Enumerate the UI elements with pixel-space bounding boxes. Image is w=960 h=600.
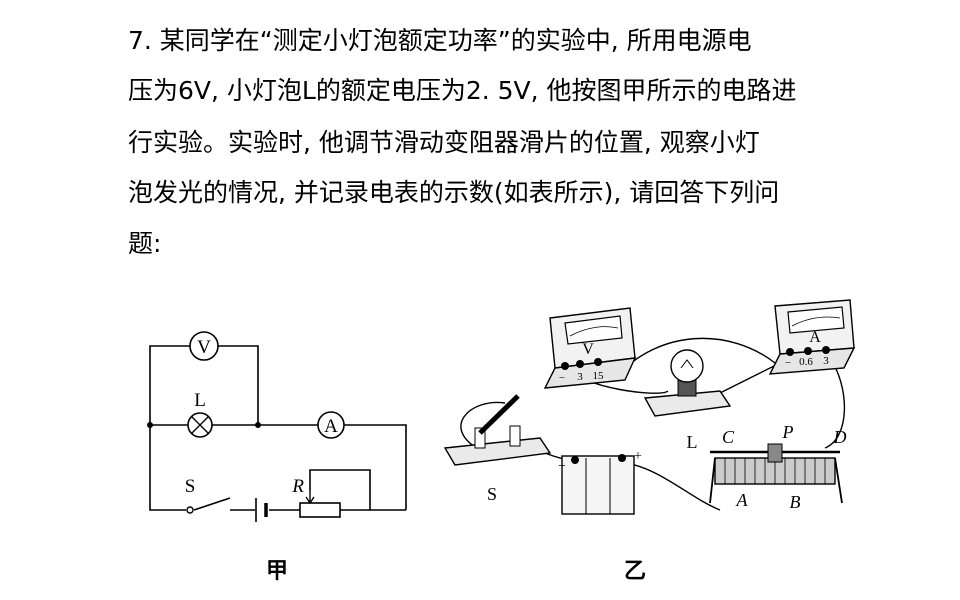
ammeter-symbol	[317, 411, 345, 439]
switch-device: S	[443, 394, 552, 504]
voltmeter-device-label: V	[582, 341, 594, 358]
question-line-5: 题:	[128, 229, 162, 258]
amp-terminal-neg: −	[785, 357, 791, 369]
voltmeter-device: V − 3 15	[543, 307, 637, 389]
question-line-2: 压为6V, 小灯泡L的额定电压为2. 5V, 他按图甲所示的电路进	[128, 76, 797, 105]
lamp-label: L	[194, 390, 206, 411]
voltmeter-symbol	[189, 331, 219, 361]
battery-pos-label: +	[634, 449, 642, 464]
question-line-3: 行实验。实验时, 他调节滑动变阻器滑片的位置, 观察小灯	[128, 128, 760, 157]
rheostat-device: C P D A B	[709, 422, 847, 512]
rheostat-p-label: P	[782, 422, 794, 442]
rheostat-b-label: B	[790, 492, 801, 512]
volt-terminal-3: 3	[577, 371, 583, 383]
voltmeter-label: V	[197, 337, 211, 358]
rheostat-symbol	[299, 502, 341, 518]
caption-jia: 甲	[266, 559, 289, 584]
rheostat-c-label: C	[722, 427, 735, 447]
circuit-diagram-jia: V L A S R	[147, 331, 407, 522]
ammeter-device-label: A	[809, 329, 821, 346]
lamp-device: L	[643, 349, 732, 452]
battery-symbol	[255, 498, 268, 522]
lamp-device-label: L	[687, 432, 698, 452]
rheostat-label: R	[291, 476, 304, 497]
ammeter-device: A − 0.6 3	[768, 299, 856, 375]
ammeter-label: A	[324, 416, 338, 437]
switch-label: S	[185, 476, 196, 497]
battery-neg-label: −	[558, 459, 566, 474]
question-line-4: 泡发光的情况, 并记录电表的示数(如表所示), 请回答下列问	[128, 178, 780, 207]
battery-device: − +	[558, 449, 642, 515]
switch-device-label: S	[487, 484, 497, 504]
volt-terminal-neg: −	[559, 372, 565, 384]
amp-terminal-3: 3	[823, 355, 829, 367]
rheostat-a-label: A	[736, 490, 749, 510]
caption-yi: 乙	[624, 559, 647, 584]
rheostat-d-label: D	[833, 427, 847, 447]
question-line-1: 7. 某同学在“测定小灯泡额定功率”的实验中, 所用电源电	[128, 26, 752, 55]
physical-circuit-yi: V − 3 15 A − 0.6 3 L S −	[443, 299, 856, 515]
volt-terminal-15: 15	[593, 370, 605, 382]
amp-terminal-06: 0.6	[799, 356, 813, 368]
